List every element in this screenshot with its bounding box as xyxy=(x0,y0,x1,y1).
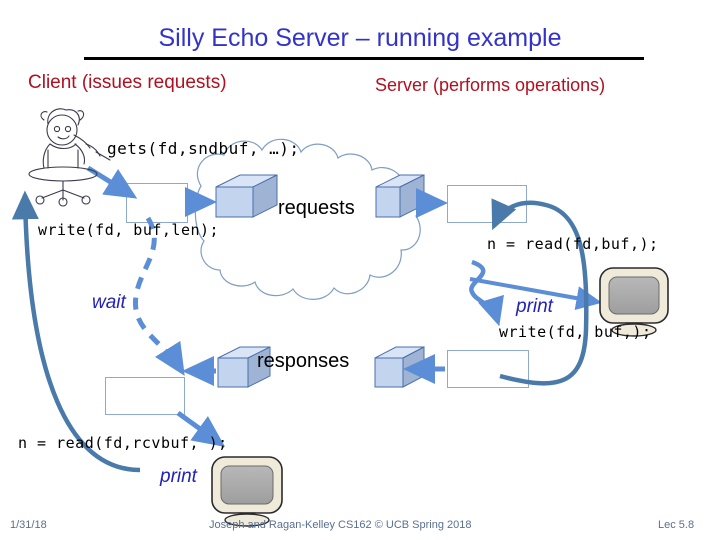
server-read-call: n = read(fd,buf,); xyxy=(487,235,659,253)
client-read-call: n = read(fd,rcvbuf, ); xyxy=(18,434,228,452)
arrow-client-wait-dashed xyxy=(132,216,185,376)
client-print-label: print xyxy=(160,466,197,487)
page-title: Silly Echo Server – running example xyxy=(158,24,562,52)
monitor-icon-client xyxy=(211,456,283,527)
person-at-desk-icon xyxy=(28,108,111,207)
server-print-label: print xyxy=(516,296,553,317)
server-write-call: write(fd, buf,); xyxy=(499,323,652,341)
client-wait-label: wait xyxy=(92,292,126,313)
client-receive-buffer-box xyxy=(105,377,185,415)
requests-label: requests xyxy=(278,197,355,219)
client-write-call: write(fd, buf,len); xyxy=(38,221,220,239)
packet-cube-client-out xyxy=(215,174,278,218)
client-column-header: Client (issues requests) xyxy=(28,72,227,93)
responses-label: responses xyxy=(257,350,350,372)
client-gets-call: gets(fd,sndbuf, …); xyxy=(107,139,300,158)
footer-date: 1/31/18 xyxy=(10,519,47,531)
footer-attribution: Joseph and Ragan-Kelley CS162 © UCB Spri… xyxy=(209,519,472,531)
footer-page-number: Lec 5.8 xyxy=(658,519,695,531)
server-column-header: Server (performs operations) xyxy=(375,75,606,95)
arrow-server-zigzag xyxy=(469,259,504,327)
title-underline xyxy=(84,57,644,60)
packet-cube-server-out xyxy=(374,346,425,388)
server-send-buffer-box xyxy=(447,350,529,388)
client-send-buffer-box xyxy=(126,183,188,223)
server-receive-buffer-box xyxy=(447,185,527,223)
packet-cube-server-in xyxy=(375,174,425,218)
